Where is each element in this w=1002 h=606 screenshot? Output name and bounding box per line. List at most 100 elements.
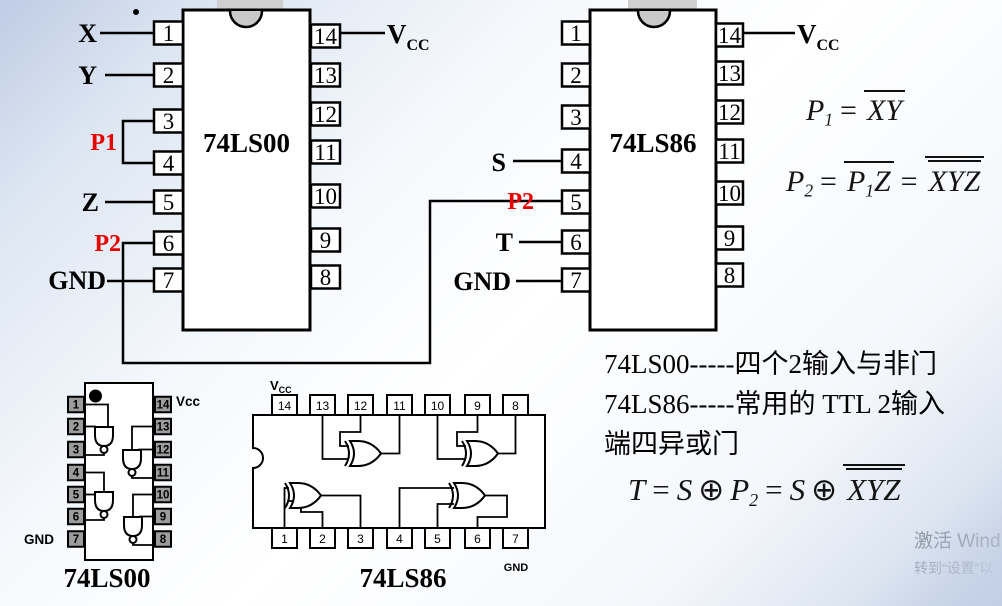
- pin-number: 7: [73, 534, 79, 546]
- expr: XY: [866, 94, 902, 127]
- equals: =: [840, 94, 857, 127]
- label-y: Y: [78, 61, 97, 90]
- var: T: [628, 472, 646, 507]
- xor-gate-3: [284, 482, 323, 509]
- ls86-left-pins: 1 2 3 4 5 6 7: [560, 20, 592, 293]
- pin-number: 4: [396, 532, 403, 546]
- ls86-right-pins: 14 13 12 11 10 9 8: [714, 22, 745, 288]
- pin-number: 5: [434, 532, 441, 546]
- pin-number: 9: [724, 226, 736, 251]
- watermark-line: 转到“设置”以: [914, 560, 994, 576]
- pin-number: 7: [163, 268, 175, 293]
- pin-number: 12: [718, 100, 741, 125]
- ls00-pinout: 1 2 3 4 5 6 7 14 13 12 11 10 9 8 Vcc GND…: [24, 382, 201, 593]
- pin-number: 14: [314, 24, 338, 49]
- ls00-pinout-title: 74LS00: [63, 563, 150, 593]
- pin-number: 12: [354, 399, 368, 413]
- pin-number: 10: [314, 184, 337, 209]
- pin-number: 6: [73, 512, 79, 524]
- ls00-notch: [228, 10, 264, 29]
- pin-number: 11: [393, 399, 406, 413]
- ls86-pinout-vcc-label: VCC: [270, 378, 292, 395]
- var: Z: [873, 165, 891, 198]
- pin-number: 8: [512, 399, 519, 413]
- pin-number: 4: [73, 468, 80, 480]
- ls86-pinout-notch: [252, 447, 264, 469]
- label-t: T: [496, 228, 513, 257]
- note-line: 74LS00-----四个2输入与非门: [604, 349, 937, 379]
- pin-number: 4: [163, 151, 175, 176]
- pin-number: 11: [157, 468, 170, 480]
- var: S: [676, 472, 693, 507]
- pin-number: 4: [570, 149, 582, 174]
- pin-number: 3: [73, 445, 79, 457]
- pin-number: 13: [157, 422, 170, 434]
- top-schematic: 1 2 3 4 5 6 7 14 13 12 11 10 9 8 1 2 3 4…: [48, 0, 840, 365]
- pin-number: 2: [163, 63, 175, 88]
- formula-p2: P2=P1Z=XYZ: [786, 156, 985, 199]
- pin-number: 13: [316, 399, 330, 413]
- pin-number: 3: [570, 105, 582, 130]
- pin-number: 5: [570, 190, 582, 215]
- pin-number: 8: [160, 534, 167, 546]
- pin-number: 5: [73, 490, 80, 502]
- pin-number: 9: [474, 399, 481, 413]
- ls00-chip-body: [181, 8, 312, 332]
- var: P: [846, 165, 866, 198]
- equals: =: [900, 165, 918, 198]
- nand-gate-3: [94, 491, 114, 519]
- var: P: [786, 165, 805, 198]
- ls86-pinout-title: 74LS86: [359, 563, 446, 593]
- notes-block: 74LS00-----四个2输入与非门 74LS86-----常用的 TTL 2…: [604, 344, 1002, 464]
- ls86-pinout: 14 13 12 11 10 9 8 1 2 3 4 5 6 7 VCC GND…: [251, 378, 546, 593]
- pin-number: 2: [73, 422, 79, 434]
- pin-number: 13: [314, 63, 337, 88]
- pin-number: 12: [157, 445, 170, 457]
- label-s: S: [492, 148, 506, 177]
- label-z: Z: [82, 188, 99, 217]
- pin-number: 1: [163, 21, 175, 46]
- pin-number: 6: [163, 231, 175, 256]
- pin-number: 9: [160, 512, 166, 524]
- equals: =: [765, 472, 783, 507]
- bullet-dot: [133, 9, 139, 15]
- pin-number: 11: [314, 140, 336, 165]
- ls86-chip-body: [588, 8, 718, 332]
- expr: XYZ: [928, 165, 981, 198]
- ls86-pinout-bottom-pins: 1 2 3 4 5 6 7: [271, 527, 529, 549]
- pin-number: 3: [357, 532, 364, 546]
- watermark-line: 激活 Wind: [914, 531, 1001, 552]
- label-p2-ls00: P2: [94, 231, 121, 257]
- label-gnd-ls00: GND: [48, 266, 106, 295]
- label-p2-ls86: P2: [507, 189, 534, 215]
- pin-number: 10: [431, 399, 445, 413]
- pin-number: 3: [163, 109, 175, 134]
- pin-number: 1: [570, 21, 582, 46]
- formula-t: T=S⊕P2=S⊕XYZ: [628, 464, 905, 509]
- wire-p2-net: [121, 199, 562, 365]
- pin-number: 7: [512, 532, 519, 546]
- pin-number: 2: [570, 63, 582, 88]
- pin-number: 12: [314, 102, 337, 127]
- pin-number: 1: [73, 400, 80, 412]
- pin-number: 1: [281, 532, 288, 546]
- pin-number: 11: [718, 139, 740, 164]
- equals: =: [652, 472, 670, 507]
- xor-gate-1: [344, 440, 383, 467]
- pin-number: 5: [163, 190, 175, 215]
- ls86-notch: [636, 10, 672, 29]
- pin-number: 13: [718, 61, 741, 86]
- var: S: [789, 472, 806, 507]
- label-p1: P1: [90, 130, 117, 156]
- ls86-top-strip: [628, 0, 697, 10]
- xor-gate-4: [448, 482, 487, 509]
- expr: XYZ: [847, 472, 901, 507]
- var: P: [806, 94, 825, 127]
- schematic-wires: [100, 31, 795, 365]
- ls86-chip-name: 74LS86: [609, 128, 696, 158]
- pin1-dot: [89, 389, 102, 403]
- ls00-left-pins: 1 2 3 4 5 6 7: [152, 20, 185, 293]
- label-gnd-ls86: GND: [453, 267, 511, 296]
- pin-number: 10: [157, 490, 170, 502]
